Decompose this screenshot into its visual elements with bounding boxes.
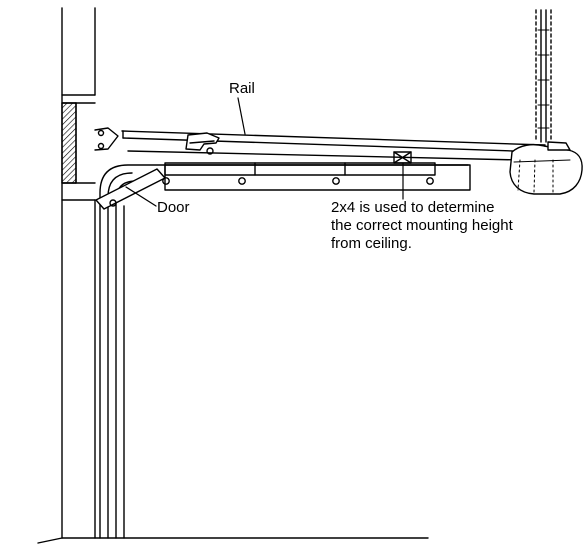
mounting-note-line-3: from ceiling. <box>331 235 412 252</box>
header-bracket <box>94 127 119 151</box>
mounting-note: 2x4 is used to determine the correct mou… <box>331 199 513 253</box>
floor <box>37 537 429 544</box>
opener-motor-unit <box>509 141 583 195</box>
trolley <box>185 132 220 155</box>
leader-lines <box>125 97 404 207</box>
wall-column <box>61 7 96 539</box>
ceiling-hanger <box>535 9 552 143</box>
horizontal-track <box>162 162 471 191</box>
header-block <box>61 102 96 184</box>
mounting-note-line-1: 2x4 is used to determine <box>331 199 495 216</box>
door-label: Door <box>157 199 190 216</box>
rail <box>121 130 546 161</box>
door-arm <box>95 168 166 210</box>
mounting-note-line-2: the correct mounting height <box>331 217 513 234</box>
rail-label: Rail <box>229 80 255 97</box>
